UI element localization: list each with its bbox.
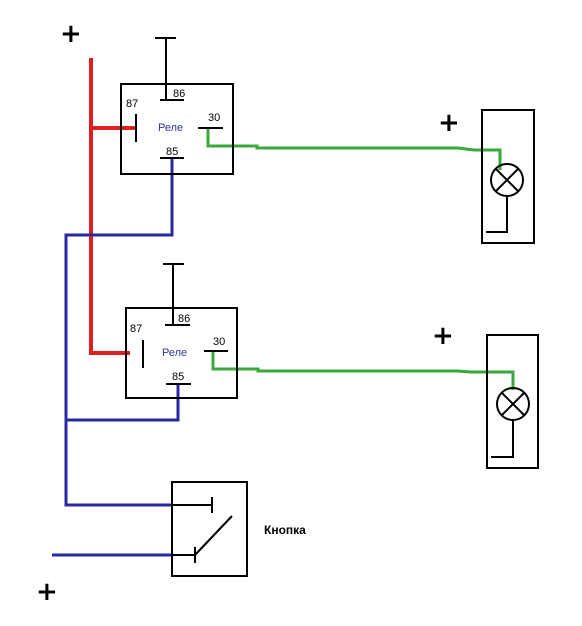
relay-bottom-pin86-label: 86 — [178, 313, 190, 325]
relay-top-pin86-label: 86 — [173, 88, 185, 100]
push-button-switch-blade — [194, 515, 233, 556]
lamp-bottom-ground-wire — [491, 420, 514, 458]
relay-bottom-label: Реле — [162, 347, 187, 359]
lamp-icon — [496, 387, 530, 421]
relay-bottom: 86 87 30 85 Реле — [125, 263, 238, 399]
relay-top: 86 87 30 85 Реле — [120, 37, 234, 175]
red-wire — [89, 58, 137, 355]
plus-sign-lamp-top: + — [438, 108, 460, 138]
green-wire — [206, 128, 515, 390]
plus-sign-lamp-bottom: + — [432, 321, 454, 351]
relay-top-pin87-label: 87 — [126, 98, 138, 110]
lamp-bottom — [486, 334, 539, 469]
push-button-label: Кнопка — [264, 523, 306, 537]
relay-bottom-pin85-label: 85 — [172, 371, 184, 383]
plus-sign-bottom-left: + — [36, 577, 58, 607]
lamp-top-ground-wire — [486, 196, 508, 233]
lamp-bottom-housing — [486, 334, 539, 469]
relay-top-pin85-label: 85 — [166, 146, 178, 158]
relay-top-pin30-label: 30 — [208, 112, 220, 124]
relay-bottom-pin30-label: 30 — [213, 336, 225, 348]
relay-top-label: Реле — [158, 122, 183, 134]
push-button: Кнопка — [171, 481, 306, 577]
plus-sign-top-left: + — [60, 19, 82, 49]
lamp-icon — [490, 163, 524, 197]
relay-bottom-pin87-label: 87 — [130, 323, 142, 335]
blue-wire — [52, 158, 180, 557]
push-button-box — [171, 481, 248, 577]
lamp-top — [481, 109, 535, 244]
relay-top-box — [120, 83, 234, 175]
relay-bottom-box — [125, 307, 238, 399]
lamp-top-housing — [481, 109, 535, 244]
